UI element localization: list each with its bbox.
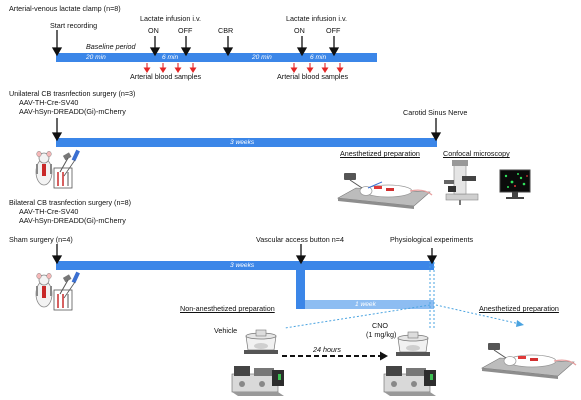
dotted-arrowhead [516, 320, 524, 327]
vehicle-label: Vehicle [214, 326, 238, 335]
clamp-title: Arterial-venous lactate clamp (n=8) [9, 4, 121, 13]
event-arrows-2 [51, 118, 442, 142]
one-week-label: 1 week [355, 300, 376, 308]
bilateral-timeline-bar [56, 261, 434, 270]
cno-dose-label: (1 mg/kg) [366, 330, 397, 339]
on-label-1: ON [148, 26, 159, 35]
event-arrows-1 [51, 30, 340, 57]
confocal-microscope-icon [444, 160, 531, 205]
vector-2: AAV-hSyn-DREADD(Gi)-mCherry [19, 107, 126, 116]
one-week-bar [305, 300, 434, 309]
duration-4: 6 min [310, 53, 327, 61]
unilateral-title: Unilateral CB trasnfection surgery (n=3) [9, 89, 136, 98]
samples-label-2: Arterial blood samples [277, 72, 349, 81]
dashed-arrowhead [380, 351, 388, 361]
cbr-label: CBR [218, 26, 234, 35]
off-label-2: OFF [326, 26, 341, 35]
anesth-label-2: Anesthetized preparation [479, 304, 559, 313]
duration-1: 20 min [86, 53, 106, 61]
three-weeks-label-2: 3 weeks [230, 261, 255, 269]
rat-surgery-icon [35, 149, 80, 189]
lactate-label-2: Lactate infusion i.v. [286, 14, 347, 23]
on-label-2: ON [294, 26, 305, 35]
unilateral-timeline-bar [56, 138, 437, 147]
bilateral-title: Bilateral CB trasnfection surgery (n=8) [9, 198, 132, 207]
three-weeks-label-1: 3 weeks [230, 138, 255, 146]
event-arrows-3 [51, 244, 438, 265]
rat-surgery-icon-2 [35, 271, 80, 311]
anesthetized-prep-label: Anesthetized preparation [340, 149, 420, 158]
carotid-sinus-nerve-label: Carotid Sinus Nerve [403, 108, 468, 117]
off-label-1: OFF [178, 26, 193, 35]
dotted-connectors [284, 262, 521, 330]
hours-label: 24 hours [313, 345, 341, 354]
duration-2: 6 min [162, 53, 179, 61]
branch-connector [296, 261, 305, 309]
vector-3: AAV-TH-Cre-SV40 [19, 207, 79, 216]
non-anesth-label: Non-anesthetized preparation [180, 304, 275, 313]
samples-label-1: Arterial blood samples [130, 72, 202, 81]
rat-anesthetized-icon [337, 173, 433, 209]
vascular-access-label: Vascular access button n=4 [256, 235, 344, 244]
recording-rig-icon-2 [383, 366, 436, 396]
physiological-label: Physiological experiments [390, 235, 474, 244]
vector-1: AAV-TH-Cre-SV40 [19, 98, 79, 107]
sample-arrows [143, 63, 344, 74]
duration-3: 20 min [252, 53, 272, 61]
clamp-timeline-bar [56, 53, 377, 62]
recording-rig-icon [231, 366, 284, 396]
plethysmography-chamber-icon-2 [396, 331, 430, 356]
lactate-label-1: Lactate infusion i.v. [140, 14, 201, 23]
vector-4: AAV-hSyn-DREADD(Gi)-mCherry [19, 216, 126, 225]
sham-label: Sham surgery (n=4) [9, 235, 73, 244]
start-recording-label: Start recording [50, 21, 98, 30]
confocal-label: Confocal microscopy [443, 149, 510, 158]
cno-label: CNO [372, 321, 388, 330]
rat-anesthetized-icon-2 [481, 343, 577, 379]
baseline-period-label: Baseline period [86, 42, 136, 51]
plethysmography-chamber-icon [244, 329, 278, 354]
